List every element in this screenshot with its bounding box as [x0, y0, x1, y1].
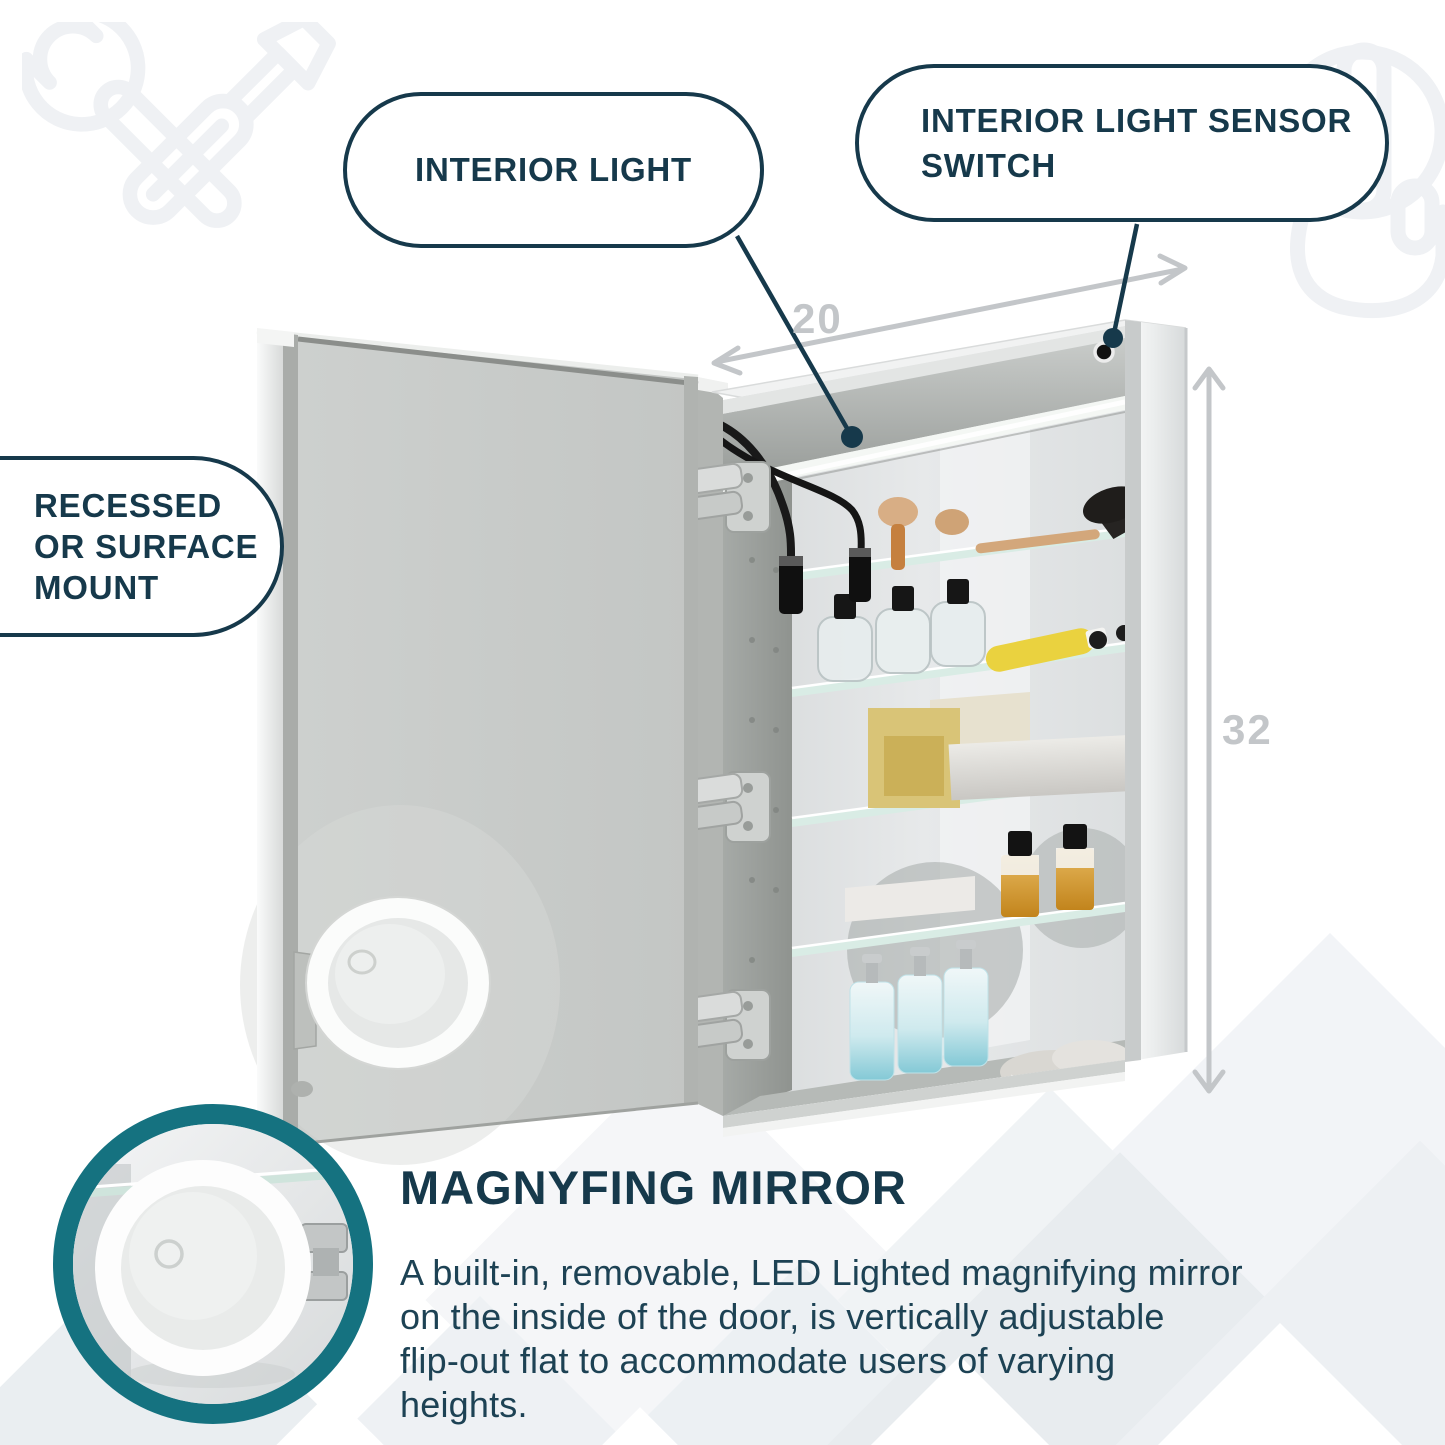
- perfume-bottles: [817, 579, 986, 682]
- cabinet: [637, 319, 1188, 1137]
- light-sensor: [1093, 341, 1115, 363]
- sensor-leader: [1103, 223, 1140, 348]
- interior-light-housing: [723, 326, 1125, 495]
- magnifier-inset: [53, 1104, 373, 1424]
- callout-label-line: MOUNT: [34, 569, 159, 606]
- amber-bottles: [1001, 824, 1094, 917]
- callout-label-line: OR SURFACE: [34, 528, 259, 565]
- callout-sensor-switch: INTERIOR LIGHT SENSOR SWITCH: [855, 64, 1389, 222]
- interior-side-wall: [723, 400, 792, 1116]
- section-body: A built-in, removable, LED Lighted magni…: [400, 1251, 1350, 1427]
- width-arrow: [711, 253, 1188, 376]
- magnifying-mirror-closeup: [95, 1160, 311, 1376]
- body-line: on the inside of the door, is vertically…: [400, 1296, 1165, 1337]
- tools-icon: [22, 22, 336, 228]
- callout-label-line: SWITCH: [921, 147, 1056, 184]
- magnifier-description: MAGNYFING MIRROR A built-in, removable, …: [400, 1160, 1350, 1427]
- height-arrow: [1192, 366, 1226, 1094]
- power-cables: [723, 414, 871, 614]
- skincare-bottles: [849, 940, 989, 1081]
- callout-label: INTERIOR LIGHT: [414, 151, 693, 188]
- callout-label-line: INTERIOR LIGHT SENSOR: [921, 102, 1353, 139]
- callout-mount: RECESSED OR SURFACE MOUNT: [0, 456, 284, 637]
- led-strip: [761, 399, 1125, 483]
- touch-button: [347, 949, 377, 975]
- callout-interior-light: INTERIOR LIGHT: [343, 92, 764, 248]
- touch-button: [154, 1239, 184, 1269]
- section-title: MAGNYFING MIRROR: [400, 1161, 907, 1214]
- body-line: heights.: [400, 1384, 528, 1425]
- magnifying-mirror: [291, 896, 491, 1097]
- cabinet-door: [240, 328, 699, 1165]
- callout-label-line: RECESSED: [34, 487, 222, 524]
- body-line: A built-in, removable, LED Lighted magni…: [400, 1252, 1243, 1293]
- interior-light-leader: [735, 234, 863, 448]
- height-dimension-label: 32: [1222, 706, 1273, 753]
- width-dimension-label: 20: [792, 295, 843, 342]
- mirror-hinge: [300, 1223, 348, 1301]
- body-line: flip-out flat to accommodate users of va…: [400, 1340, 1116, 1381]
